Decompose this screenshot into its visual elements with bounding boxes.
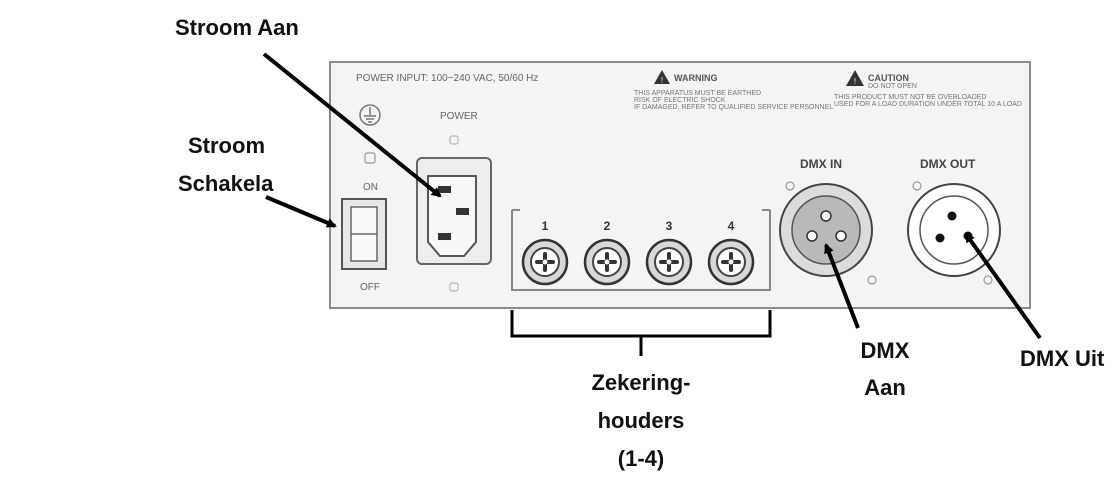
- callout-zekering-line3: (1-4): [618, 446, 664, 471]
- dmx-in-pin-1: [820, 210, 832, 222]
- svg-text:!: !: [854, 77, 856, 86]
- switch-indicator-led: [364, 152, 376, 164]
- caution-block: ! CAUTION DO NOT OPEN THIS PRODUCT MUST …: [834, 70, 1022, 108]
- callout-stroom-schakela-line1: Stroom: [188, 133, 265, 158]
- fuse-number-label: 1: [542, 219, 549, 233]
- dmx-in-pin-2: [806, 230, 818, 242]
- ground-icon: [359, 104, 381, 126]
- arrow-dmx-uit: [964, 232, 1042, 340]
- callout-stroom-aan: Stroom Aan: [175, 15, 299, 40]
- fuse-holder-2[interactable]: [583, 238, 631, 286]
- callout-dmx-aan-line2: Aan: [864, 375, 906, 400]
- fuse-number-label: 3: [666, 219, 673, 233]
- caution-line-2: USED FOR A LOAD DURATION UNDER TOTAL 10 …: [834, 101, 1022, 108]
- power-label: POWER: [440, 111, 478, 122]
- fuse-holder-1[interactable]: [521, 238, 569, 286]
- callout-dmx-aan-line1: DMX: [861, 338, 910, 363]
- fuse-holder-3[interactable]: [645, 238, 693, 286]
- arrow-dmx-aan: [824, 243, 860, 329]
- switch-off-label: OFF: [360, 282, 380, 293]
- dmx-out-label: DMX OUT: [920, 157, 976, 171]
- callout-zekering-line2: houders: [598, 408, 685, 433]
- fuse-holders-bracket: [510, 310, 772, 356]
- power-inlet-socket[interactable]: [416, 157, 492, 265]
- dmx-out-connector[interactable]: [907, 183, 1001, 277]
- inlet-pin-top: [438, 186, 451, 193]
- inlet-bottom-led: [449, 282, 459, 292]
- dmx-in-label: DMX IN: [800, 157, 842, 171]
- callout-zekering-line1: Zekering-: [591, 370, 690, 395]
- power-switch[interactable]: [341, 198, 387, 270]
- fuse-holder-4[interactable]: [707, 238, 755, 286]
- switch-on-label: ON: [363, 182, 378, 193]
- fuse-number-label: 2: [604, 219, 611, 233]
- power-input-label: POWER INPUT: 100~240 VAC, 50/60 Hz: [356, 73, 538, 84]
- warning-line-2: RISK OF ELECTRIC SHOCK: [634, 97, 726, 104]
- dmx-out-pin-1: [947, 211, 957, 221]
- caution-line-1: THIS PRODUCT MUST NOT BE OVERLOADED: [834, 94, 986, 101]
- fuse-holder-group: [511, 209, 771, 291]
- warning-line-3: IF DAMAGED, REFER TO QUALIFIED SERVICE P…: [634, 104, 833, 111]
- inlet-pin-middle: [456, 208, 469, 215]
- caution-title: CAUTION: [868, 73, 909, 83]
- caution-triangle-icon: [846, 70, 864, 86]
- dmx-in-connector[interactable]: [779, 183, 873, 277]
- warning-title: WARNING: [674, 73, 718, 83]
- arrow-stroom-aan: [262, 52, 442, 198]
- fuse-number-label: 4: [728, 219, 735, 233]
- dmx-in-pin-3: [835, 230, 847, 242]
- warning-triangle-icon: [654, 70, 670, 84]
- warning-block: ! WARNING THIS APPARATUS MUST BE EARTHED…: [634, 70, 833, 111]
- arrow-stroom-schakela: [265, 195, 337, 228]
- svg-text:!: !: [661, 76, 663, 85]
- caution-subtitle: DO NOT OPEN: [868, 83, 917, 90]
- inlet-pin-bottom: [438, 233, 451, 240]
- callout-stroom-schakela-line2: Schakela: [178, 171, 274, 196]
- dmx-out-pin-2: [935, 233, 945, 243]
- warning-line-1: THIS APPARATUS MUST BE EARTHED: [634, 90, 761, 97]
- power-led: [449, 135, 459, 145]
- callout-dmx-uit: DMX Uit: [1020, 346, 1105, 371]
